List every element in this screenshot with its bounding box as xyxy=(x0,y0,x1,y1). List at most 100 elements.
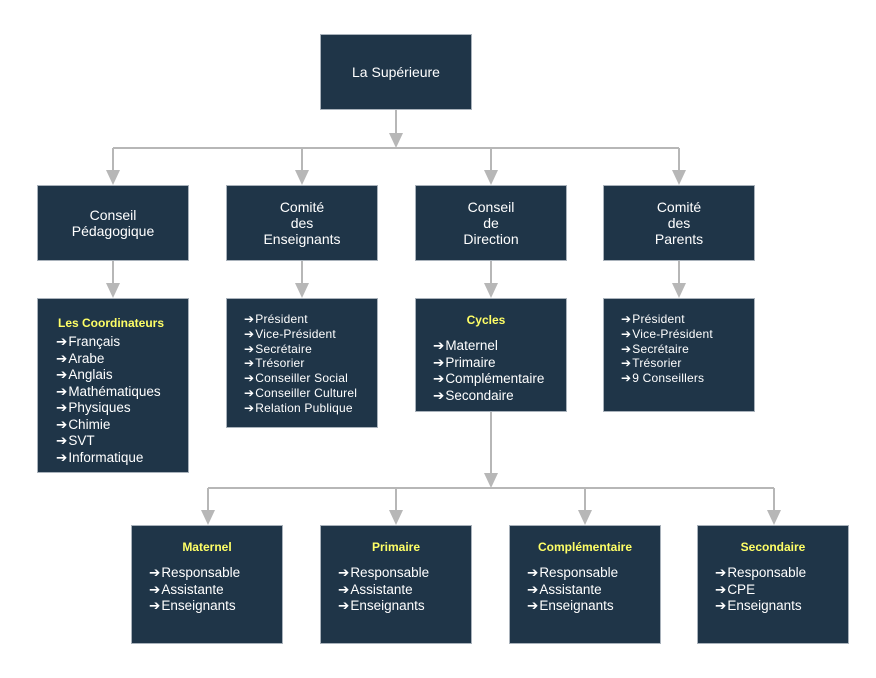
list-item: ➔Secondaire xyxy=(433,388,544,405)
list-item-text: Enseignants xyxy=(161,598,236,613)
list-item-text: Trésorier xyxy=(632,356,682,371)
arrow-bullet-icon: ➔ xyxy=(244,371,255,386)
list-item: ➔Informatique xyxy=(56,450,161,467)
list-item-text: Enseignants xyxy=(539,598,614,613)
cycle-heading: Complémentaire xyxy=(537,540,633,554)
arrow-bullet-icon: ➔ xyxy=(56,367,68,382)
list-item-text: Responsable xyxy=(539,565,619,580)
arrow-bullet-icon: ➔ xyxy=(56,383,68,399)
cycle-list: ➔Responsable➔Assistante➔Enseignants xyxy=(338,565,429,615)
detail-coordinateurs: Les Coordinateurs ➔Français➔Arabe➔Anglai… xyxy=(37,298,189,473)
list-item: ➔Conseiller Culturel xyxy=(244,386,357,401)
list-item: ➔Enseignants xyxy=(149,598,240,615)
list-item-text: Anglais xyxy=(68,367,113,382)
arrow-bullet-icon: ➔ xyxy=(338,565,350,580)
arrow-bullet-icon: ➔ xyxy=(715,598,727,613)
cycle-heading: Maternel xyxy=(182,540,232,554)
list-item: ➔Secrétaire xyxy=(244,342,357,357)
list-item: ➔Maternel xyxy=(433,338,544,355)
cycle-primaire: Primaire ➔Responsable➔Assistante➔Enseign… xyxy=(320,525,472,644)
detail-list: ➔Président➔Vice-Président➔Secrétaire➔Tré… xyxy=(621,312,713,386)
node-conseil-pedagogique: Conseil Pédagogique xyxy=(37,185,189,261)
list-item: ➔Vice-Président xyxy=(621,327,713,342)
list-item-text: 9 Conseillers xyxy=(632,371,705,386)
list-item-text: Complémentaire xyxy=(445,371,545,386)
arrow-bullet-icon: ➔ xyxy=(244,385,255,400)
list-item: ➔Assistante xyxy=(149,582,240,599)
arrow-bullet-icon: ➔ xyxy=(621,356,632,371)
list-item-text: Chimie xyxy=(68,416,111,432)
arrowhead xyxy=(484,473,498,488)
list-item: ➔Président xyxy=(621,312,713,327)
list-item: ➔Secrétaire xyxy=(621,342,713,357)
list-item: ➔Responsable xyxy=(149,565,240,582)
arrow-bullet-icon: ➔ xyxy=(433,354,445,370)
cycle-list: ➔Responsable➔CPE➔Enseignants xyxy=(715,565,806,615)
list-item-text: Physiques xyxy=(68,400,131,415)
list-item: ➔Complémentaire xyxy=(433,371,544,388)
arrow-bullet-icon: ➔ xyxy=(715,565,727,580)
arrowhead xyxy=(295,283,309,298)
list-item-text: Enseignants xyxy=(350,598,425,613)
node-title: Comité des Enseignants xyxy=(263,199,341,247)
arrow-bullet-icon: ➔ xyxy=(244,400,255,415)
list-item: ➔Physiques xyxy=(56,400,161,417)
node-title: Conseil de Direction xyxy=(463,199,519,247)
list-item: ➔Arabe xyxy=(56,351,161,368)
cycle-secondaire: Secondaire ➔Responsable➔CPE➔Enseignants xyxy=(697,525,849,644)
arrow-bullet-icon: ➔ xyxy=(149,598,161,613)
arrow-bullet-icon: ➔ xyxy=(621,341,632,356)
list-item: ➔Enseignants xyxy=(715,598,806,615)
list-item: ➔Trésorier xyxy=(244,356,357,371)
list-item-text: Responsable xyxy=(727,565,807,580)
detail-list: ➔Maternel➔Primaire➔Complémentaire➔Second… xyxy=(433,338,544,404)
arrowhead xyxy=(672,170,686,185)
arrow-bullet-icon: ➔ xyxy=(56,433,68,448)
arrow-bullet-icon: ➔ xyxy=(56,334,68,349)
list-item-text: SVT xyxy=(68,433,95,448)
cycle-maternel: Maternel ➔Responsable➔Assistante➔Enseign… xyxy=(131,525,283,644)
list-item: ➔CPE xyxy=(715,582,806,599)
arrow-bullet-icon: ➔ xyxy=(56,350,68,366)
detail-cycles: Cycles ➔Maternel➔Primaire➔Complémentaire… xyxy=(415,298,567,412)
arrowhead xyxy=(295,170,309,185)
arrow-bullet-icon: ➔ xyxy=(527,565,539,580)
arrow-bullet-icon: ➔ xyxy=(244,326,255,341)
list-item-text: Primaire xyxy=(445,354,496,370)
list-item-text: Conseiller Social xyxy=(255,371,349,386)
list-item: ➔Primaire xyxy=(433,355,544,372)
list-item-text: CPE xyxy=(727,581,756,597)
arrow-bullet-icon: ➔ xyxy=(527,598,539,613)
arrowhead xyxy=(578,510,592,525)
list-item: ➔Français xyxy=(56,334,161,351)
arrow-bullet-icon: ➔ xyxy=(56,449,68,465)
node-la-superieure: La Supérieure xyxy=(320,34,472,110)
list-item: ➔Mathématiques xyxy=(56,384,161,401)
arrow-bullet-icon: ➔ xyxy=(244,312,255,326)
list-item: ➔9 Conseillers xyxy=(621,371,713,386)
list-item: ➔SVT xyxy=(56,433,161,450)
arrow-bullet-icon: ➔ xyxy=(149,581,161,597)
list-item: ➔Chimie xyxy=(56,417,161,434)
cycle-heading: Secondaire xyxy=(740,540,806,554)
arrowhead xyxy=(389,133,403,148)
detail-heading: Les Coordinateurs xyxy=(57,316,165,330)
arrow-bullet-icon: ➔ xyxy=(621,371,632,386)
arrowhead xyxy=(106,170,120,185)
list-item-text: Mathématiques xyxy=(68,383,161,399)
detail-heading: Cycles xyxy=(466,313,506,327)
node-comite-enseignants: Comité des Enseignants xyxy=(226,185,378,261)
list-item-text: Enseignants xyxy=(727,598,802,613)
list-item-text: Responsable xyxy=(161,565,241,580)
list-item-text: Vice-Président xyxy=(632,326,713,341)
list-item: ➔Responsable xyxy=(527,565,618,582)
arrowhead xyxy=(484,170,498,185)
arrow-bullet-icon: ➔ xyxy=(433,338,445,353)
list-item-text: Secondaire xyxy=(445,387,514,403)
list-item-text: Maternel xyxy=(445,338,498,353)
list-item-text: Responsable xyxy=(350,565,430,580)
node-title: Conseil Pédagogique xyxy=(71,207,155,239)
arrowhead xyxy=(389,510,403,525)
list-item: ➔Président xyxy=(244,312,357,327)
